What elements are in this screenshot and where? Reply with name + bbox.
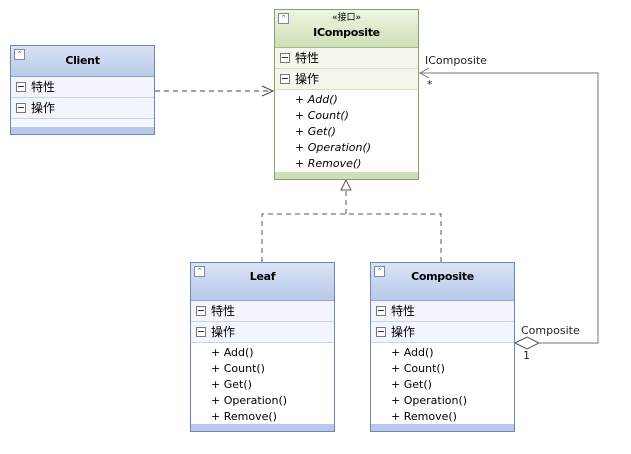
class-client-header[interactable]: ⌃ Client bbox=[11, 46, 154, 77]
interface-name: IComposite bbox=[313, 26, 380, 39]
aggregation-line bbox=[421, 72, 599, 344]
operations-list: + Add() + Count() + Get() + Operation() … bbox=[275, 90, 418, 175]
attributes-label: 特性 bbox=[295, 51, 320, 65]
minus-box-icon[interactable] bbox=[376, 306, 386, 316]
operation-item[interactable]: + Count() bbox=[295, 109, 349, 122]
minus-box-icon[interactable] bbox=[16, 82, 26, 92]
operation-item[interactable]: + Remove() bbox=[295, 157, 362, 170]
operation-item[interactable]: + Remove() bbox=[211, 410, 277, 423]
minus-box-icon[interactable] bbox=[196, 306, 206, 316]
operation-item[interactable]: + Get() bbox=[295, 125, 336, 138]
operation-item[interactable]: + Get() bbox=[391, 378, 432, 391]
operation-item[interactable]: + Remove() bbox=[391, 410, 457, 423]
double-chevron-up-icon[interactable]: ⌃ bbox=[194, 266, 205, 277]
class-composite[interactable]: ⌃ Composite 特性 操作 + Add() + Count() + Ge… bbox=[370, 262, 515, 432]
class-leaf[interactable]: ⌃ Leaf 特性 操作 + Add() + Count() + Get() +… bbox=[190, 262, 335, 432]
association-source-role: Composite bbox=[521, 324, 580, 337]
attributes-section[interactable]: 特性 bbox=[11, 77, 154, 98]
minus-box-icon[interactable] bbox=[16, 103, 26, 113]
aggregation-diamond bbox=[513, 336, 541, 350]
class-leaf-header[interactable]: ⌃ Leaf bbox=[191, 263, 334, 301]
class-composite-header[interactable]: ⌃ Composite bbox=[371, 263, 514, 301]
minus-box-icon[interactable] bbox=[280, 53, 290, 63]
realization-triangle bbox=[340, 178, 352, 191]
minus-box-icon[interactable] bbox=[376, 327, 386, 337]
operation-item[interactable]: + Operation() bbox=[295, 141, 372, 154]
association-target-multiplicity: * bbox=[427, 78, 433, 91]
class-footer bbox=[275, 172, 418, 179]
composite-realization-line bbox=[346, 213, 442, 262]
leaf-realization-line bbox=[261, 213, 346, 262]
attributes-section[interactable]: 特性 bbox=[371, 301, 514, 322]
operations-label: 操作 bbox=[391, 325, 416, 339]
interface-icomposite[interactable]: ⌃ «接口» IComposite 特性 操作 + Add() + Count(… bbox=[274, 9, 419, 180]
operations-label: 操作 bbox=[295, 72, 320, 86]
operation-item[interactable]: + Add() bbox=[391, 346, 434, 359]
attributes-label: 特性 bbox=[391, 304, 416, 318]
class-name: Client bbox=[65, 54, 100, 67]
operation-item[interactable]: + Count() bbox=[391, 362, 445, 375]
class-name: Leaf bbox=[249, 270, 276, 283]
aggregation-arrowhead bbox=[418, 67, 430, 79]
association-target-role: IComposite bbox=[425, 54, 487, 67]
client-dependency-arrowhead bbox=[261, 85, 275, 97]
operations-section[interactable]: 操作 bbox=[371, 322, 514, 343]
attributes-label: 特性 bbox=[211, 304, 236, 318]
class-name: Composite bbox=[411, 270, 474, 283]
operations-list: + Add() + Count() + Get() + Operation() … bbox=[191, 343, 334, 428]
attributes-section[interactable]: 特性 bbox=[191, 301, 334, 322]
operations-section[interactable]: 操作 bbox=[11, 98, 154, 119]
attributes-label: 特性 bbox=[31, 80, 56, 94]
operations-label: 操作 bbox=[211, 325, 236, 339]
double-chevron-up-icon[interactable]: ⌃ bbox=[14, 49, 25, 60]
class-footer bbox=[191, 424, 334, 431]
class-footer bbox=[371, 424, 514, 431]
operation-item[interactable]: + Get() bbox=[211, 378, 252, 391]
minus-box-icon[interactable] bbox=[280, 74, 290, 84]
operations-label: 操作 bbox=[31, 101, 56, 115]
association-source-multiplicity: 1 bbox=[523, 349, 530, 362]
double-chevron-up-icon[interactable]: ⌃ bbox=[374, 266, 385, 277]
interface-icomposite-header[interactable]: ⌃ «接口» IComposite bbox=[275, 10, 418, 48]
operations-list: + Add() + Count() + Get() + Operation() … bbox=[371, 343, 514, 428]
double-chevron-up-icon[interactable]: ⌃ bbox=[278, 13, 289, 24]
operation-item[interactable]: + Add() bbox=[211, 346, 254, 359]
interface-stereotype: «接口» bbox=[331, 13, 361, 23]
operation-item[interactable]: + Count() bbox=[211, 362, 265, 375]
operations-section[interactable]: 操作 bbox=[191, 322, 334, 343]
operations-section[interactable]: 操作 bbox=[275, 69, 418, 90]
operation-item[interactable]: + Operation() bbox=[391, 394, 468, 407]
operation-item[interactable]: + Add() bbox=[295, 93, 338, 106]
class-client[interactable]: ⌃ Client 特性 操作 bbox=[10, 45, 155, 135]
minus-box-icon[interactable] bbox=[196, 327, 206, 337]
operation-item[interactable]: + Operation() bbox=[211, 394, 288, 407]
attributes-section[interactable]: 特性 bbox=[275, 48, 418, 69]
class-footer bbox=[11, 127, 154, 134]
